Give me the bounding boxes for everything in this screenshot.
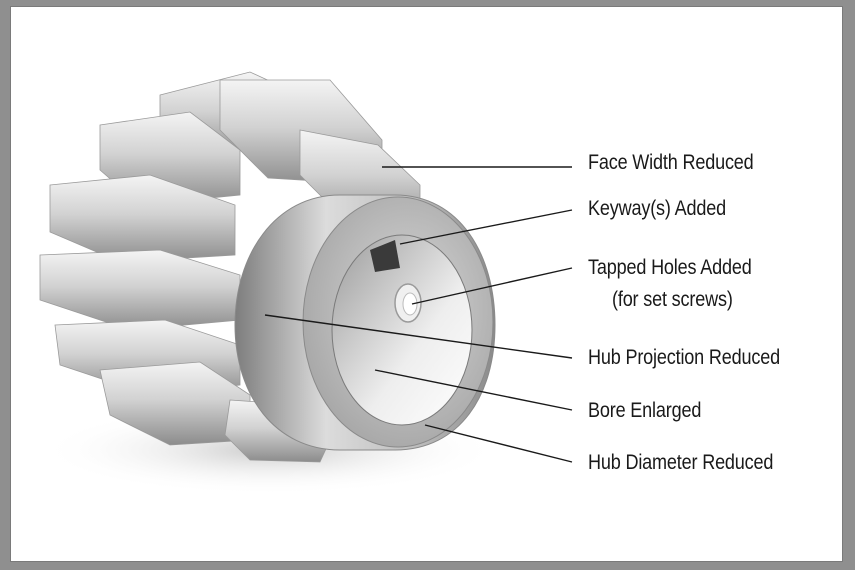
label-hub-projection: Hub Projection Reduced [588,346,780,369]
label-tapped-holes-sub: (for set screws) [612,288,733,311]
label-face-width: Face Width Reduced [588,151,754,174]
gear-hub [234,194,496,451]
label-hub-diameter: Hub Diameter Reduced [588,451,774,474]
leader-line-keyway [399,209,573,245]
leader-line-tapped-holes [411,267,573,305]
leader-line-hub-diameter [424,424,573,463]
label-tapped-holes: Tapped Holes Added [588,256,752,279]
leader-line-hub-projection [264,314,573,359]
gear-tooth [39,249,241,331]
label-keyway: Keyway(s) Added [588,197,726,220]
gear-tooth [49,174,236,263]
leader-line-bore [374,369,573,411]
label-bore: Bore Enlarged [588,399,702,422]
bore [331,234,473,426]
keyway-slot [370,240,400,272]
tapped-hole-inner [402,292,418,316]
leader-lines [264,166,573,463]
